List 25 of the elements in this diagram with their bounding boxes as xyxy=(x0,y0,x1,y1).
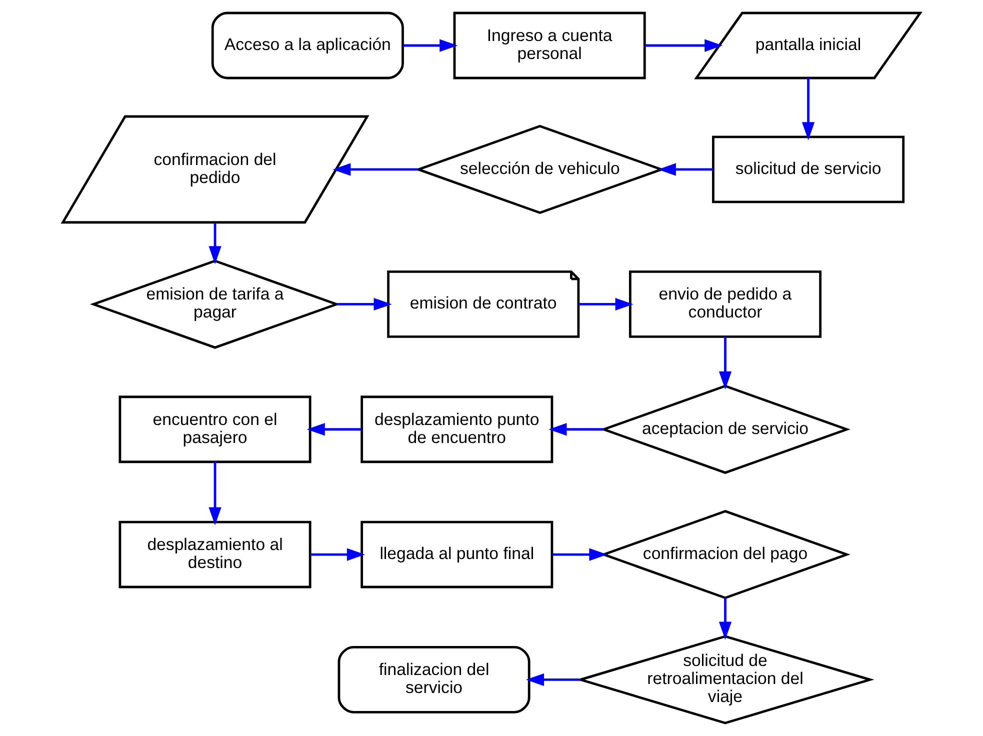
node-box: finalizacion del servicio xyxy=(338,646,530,714)
node-box: llegada al punto final xyxy=(360,520,554,588)
arrow xyxy=(310,548,365,561)
arrow xyxy=(332,163,418,176)
arrow xyxy=(403,39,458,52)
arrow xyxy=(548,423,604,436)
arrow xyxy=(802,78,815,140)
arrow xyxy=(718,598,732,640)
arrow xyxy=(526,673,580,686)
node-box: desplazamiento punto de encuentro xyxy=(360,396,554,464)
arrow xyxy=(578,298,634,311)
node-box: envio de pedido a conductor xyxy=(628,270,822,338)
arrow xyxy=(718,336,732,390)
node-box: solicitud de servicio xyxy=(712,136,905,204)
arrow xyxy=(552,548,608,561)
arrow xyxy=(336,298,392,311)
arrow xyxy=(645,39,723,52)
arrow xyxy=(658,163,714,176)
node-box: encuentro con el pasajero xyxy=(118,396,312,464)
node-box: Ingreso a cuenta personal xyxy=(453,12,646,80)
arrow xyxy=(306,423,362,436)
arrow xyxy=(208,462,222,526)
node-box: Acceso a la aplicación xyxy=(211,12,404,80)
node-box: desplazamiento al destino xyxy=(118,520,312,588)
arrow xyxy=(208,222,222,264)
